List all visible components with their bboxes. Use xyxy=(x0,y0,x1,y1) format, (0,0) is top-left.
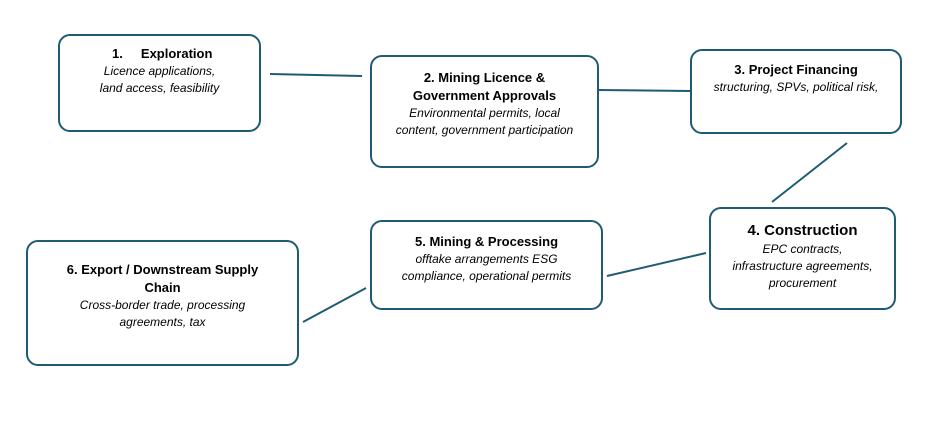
step-construction-title: 4. Construction xyxy=(747,222,858,239)
step-project-financing-box: 3. Project Financing structuring, SPVs, … xyxy=(690,49,902,134)
step-mining-licence-desc-line-2: content, government participation xyxy=(395,123,574,137)
step-exploration-desc-line-2: land access, feasibility xyxy=(99,81,220,95)
step-exploration-title: 1. Exploration xyxy=(112,46,213,61)
step-exploration-box: 1. Exploration Licence applications, lan… xyxy=(58,34,261,132)
connector-3-4 xyxy=(771,142,848,203)
step-mining-processing-box: 5. Mining & Processing offtake arrangeme… xyxy=(370,220,603,310)
step-construction-desc-line-2: infrastructure agreements, xyxy=(732,259,873,273)
step-export-desc-line-2: agreements, tax xyxy=(119,315,206,329)
step-exploration-desc-line-1: Licence applications, xyxy=(103,64,216,78)
step-mining-processing-title: 5. Mining & Processing xyxy=(414,234,559,249)
connector-1-2 xyxy=(269,73,363,77)
step-project-financing-desc-line-1: structuring, SPVs, political risk, xyxy=(713,80,879,94)
connector-5-6 xyxy=(302,287,367,323)
step-construction-desc-line-1: EPC contracts, xyxy=(762,242,843,256)
connector-4-5 xyxy=(606,252,707,277)
step-export-desc-line-1: Cross-border trade, processing xyxy=(79,298,246,312)
step-construction-box: 4. Construction EPC contracts, infrastru… xyxy=(709,207,896,310)
step-construction-desc-line-3: procurement xyxy=(768,276,837,290)
step-mining-licence-title-line-2: Government Approvals xyxy=(412,88,557,103)
step-mining-licence-title-line-1: 2. Mining Licence & xyxy=(423,70,546,85)
step-mining-processing-desc-line-1: offtake arrangements ESG xyxy=(415,252,558,266)
connector-2-3 xyxy=(596,89,691,92)
step-export-title-line-1: 6. Export / Downstream Supply xyxy=(66,262,259,277)
step-project-financing-title: 3. Project Financing xyxy=(734,62,858,77)
step-mining-licence-box: 2. Mining Licence & Government Approvals… xyxy=(370,55,599,168)
step-mining-licence-desc-line-1: Environmental permits, local xyxy=(409,106,560,120)
step-export-title-line-2: Chain xyxy=(144,280,181,295)
step-export-supply-chain-box: 6. Export / Downstream Supply Chain Cros… xyxy=(26,240,299,366)
step-mining-processing-desc-line-2: compliance, operational permits xyxy=(401,269,572,283)
